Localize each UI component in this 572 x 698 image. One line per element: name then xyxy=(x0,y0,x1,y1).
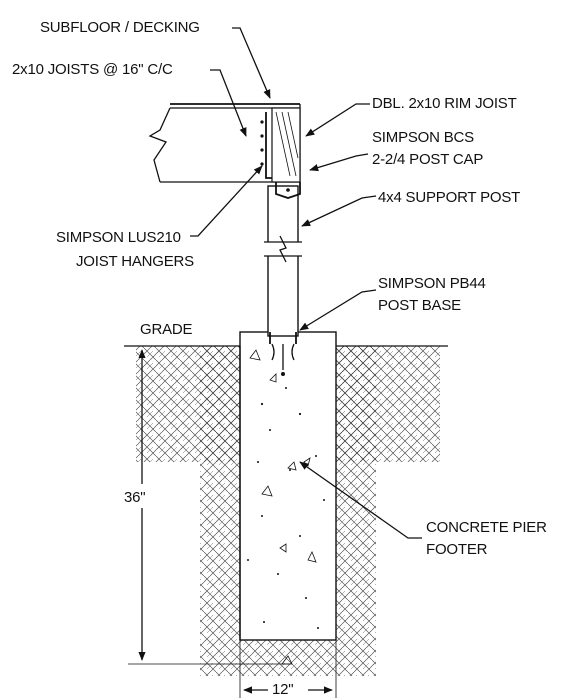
label-pier-1: CONCRETE PIER xyxy=(426,519,547,536)
joist-assembly xyxy=(148,103,301,199)
label-width: 12" xyxy=(272,681,293,698)
earth-hatch xyxy=(136,346,440,676)
post-base xyxy=(269,332,297,376)
concrete-pier xyxy=(239,331,337,665)
depth-dimension xyxy=(120,345,290,665)
support-post xyxy=(262,185,304,337)
label-post-cap-2: 2-2/4 POST CAP xyxy=(372,151,483,168)
width-dimension xyxy=(239,640,337,698)
label-pier-2: FOOTER xyxy=(426,541,488,558)
leader-lines xyxy=(190,27,422,539)
label-subfloor: SUBFLOOR / DECKING xyxy=(40,19,200,36)
label-support-post: 4x4 SUPPORT POST xyxy=(378,189,520,206)
label-grade: GRADE xyxy=(140,321,193,338)
label-hangers-1: SIMPSON LUS210 xyxy=(56,229,181,246)
label-rim-joist: DBL. 2x10 RIM JOIST xyxy=(372,95,517,112)
label-hangers-2: JOIST HANGERS xyxy=(76,253,194,270)
label-depth: 36" xyxy=(124,489,145,506)
label-post-base-2: POST BASE xyxy=(378,297,461,314)
label-joists: 2x10 JOISTS @ 16" C/C xyxy=(12,61,173,78)
label-post-cap-1: SIMPSON BCS xyxy=(372,129,474,146)
label-post-base-1: SIMPSON PB44 xyxy=(378,275,486,292)
